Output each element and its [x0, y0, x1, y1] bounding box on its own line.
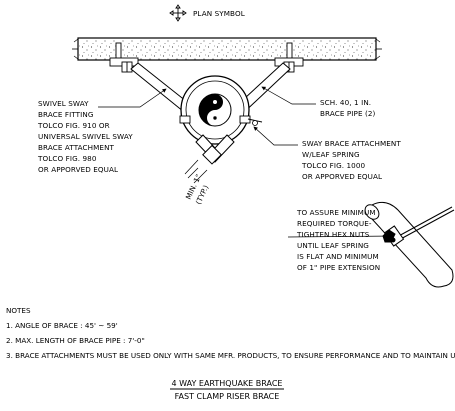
swivel-brace-label: SWIVEL SWAY BRACE FITTING TOLCO FIG. 910…	[37, 99, 133, 174]
svg-text:TOLCO FIG. 910 OR: TOLCO FIG. 910 OR	[37, 121, 110, 130]
notes-heading: NOTES	[6, 306, 31, 315]
brace-pipe-label: SCH. 40, 1 IN. BRACE PIPE (2)	[320, 98, 376, 118]
svg-text:W/LEAF SPRING: W/LEAF SPRING	[302, 150, 360, 159]
svg-text:SCH. 40, 1 IN.: SCH. 40, 1 IN.	[320, 98, 371, 107]
sway-attachment-label: SWAY BRACE ATTACHMENT W/LEAF SPRING TOLC…	[301, 139, 401, 181]
svg-text:SWIVEL SWAY: SWIVEL SWAY	[38, 99, 89, 108]
svg-text:BRACE PIPE (2): BRACE PIPE (2)	[320, 109, 376, 118]
svg-text:BRACE ATTACHMENT: BRACE ATTACHMENT	[38, 143, 115, 152]
svg-text:TOLCO FIG. 980: TOLCO FIG. 980	[37, 154, 97, 163]
svg-text:REQUIRED TORQUE-: REQUIRED TORQUE-	[297, 219, 372, 228]
left-ceiling-attachment	[109, 42, 139, 73]
svg-text:FAST CLAMP RISER BRACE: FAST CLAMP RISER BRACE	[175, 392, 280, 401]
concrete-slab	[72, 37, 382, 61]
torque-note: TO ASSURE MINIMUM REQUIRED TORQUE- TIGHT…	[296, 208, 380, 272]
note-item: 1. ANGLE OF BRACE : 45' ~ 59'	[6, 321, 118, 330]
svg-text:4 WAY EARTHQUAKE BRACE: 4 WAY EARTHQUAKE BRACE	[172, 379, 283, 388]
svg-text:BRACE FITTING: BRACE FITTING	[38, 110, 94, 119]
svg-text:OF 1" PIPE EXTENSION: OF 1" PIPE EXTENSION	[297, 263, 380, 272]
note-item: 2. MAX. LENGTH OF BRACE PIPE : 7'-0"	[6, 336, 145, 345]
svg-text:OR APPORVED EQUAL: OR APPORVED EQUAL	[38, 165, 118, 174]
svg-text:UNIVERSAL SWIVEL SWAY: UNIVERSAL SWIVEL SWAY	[38, 132, 133, 141]
svg-text:IS FLAT AND MINIMUM: IS FLAT AND MINIMUM	[297, 252, 379, 261]
leader-lines	[98, 86, 395, 238]
min-dimension	[184, 159, 208, 184]
note-item: 3. BRACE ATTACHMENTS MUST BE USED ONLY W…	[6, 351, 455, 360]
svg-text:TOLCO FIG. 1000: TOLCO FIG. 1000	[301, 161, 366, 170]
plan-symbol-label: PLAN SYMBOL	[193, 9, 245, 18]
svg-text:OR APPORVED EQUAL: OR APPORVED EQUAL	[302, 172, 382, 181]
svg-text:UNTIL LEAF SPRING: UNTIL LEAF SPRING	[297, 241, 369, 250]
drawing-title: 4 WAY EARTHQUAKE BRACE FAST CLAMP RISER …	[170, 379, 284, 401]
svg-text:SWAY BRACE ATTACHMENT: SWAY BRACE ATTACHMENT	[302, 139, 401, 148]
svg-text:TO ASSURE MINIMUM: TO ASSURE MINIMUM	[296, 208, 376, 217]
plan-symbol-icon	[169, 4, 187, 22]
torque-detail	[364, 201, 455, 288]
notes-block: NOTES 1. ANGLE OF BRACE : 45' ~ 59' 2. M…	[6, 306, 455, 360]
riser-clamp	[179, 75, 263, 165]
svg-text:TIGHTEN HEX NUTS: TIGHTEN HEX NUTS	[296, 230, 370, 239]
